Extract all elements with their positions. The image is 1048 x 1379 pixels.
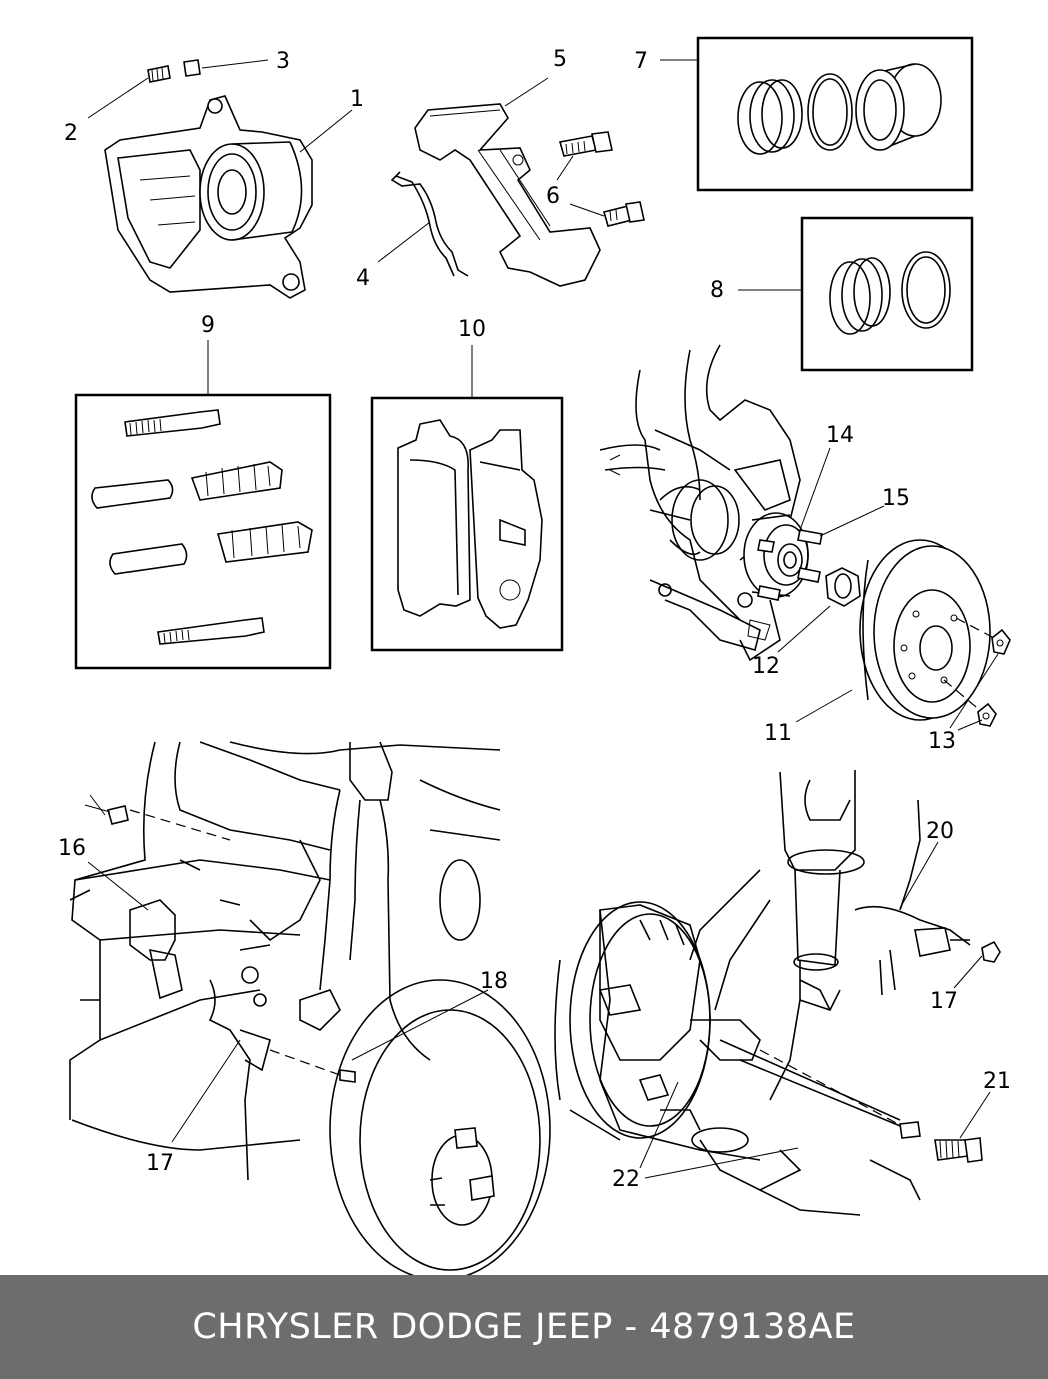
brake-rotor-drawing — [859, 539, 999, 721]
callout-14: 14 — [826, 423, 854, 448]
leader-18 — [351, 989, 489, 1061]
leader-21 — [959, 1091, 991, 1139]
leader-17-left — [171, 1039, 241, 1143]
piston-seal-kit-box — [696, 36, 974, 192]
callout-12: 12 — [752, 654, 780, 679]
leader-1 — [299, 109, 353, 153]
callout-18: 18 — [480, 969, 508, 994]
hub-bearing-drawing — [743, 512, 809, 598]
callout-7: 7 — [634, 49, 648, 74]
footer-caption: CHRYSLER DODGE JEEP - 4879138AE — [192, 1307, 856, 1347]
leader-2 — [87, 77, 149, 119]
callout-4: 4 — [356, 266, 370, 291]
callout-11: 11 — [764, 721, 792, 746]
callout-8: 8 — [710, 278, 724, 303]
callout-21: 21 — [983, 1069, 1011, 1094]
leader-15 — [819, 505, 885, 537]
callout-3: 3 — [276, 49, 290, 74]
spring-clip-drawing — [390, 171, 469, 277]
leader-5 — [504, 77, 549, 107]
leader-4 — [377, 221, 431, 263]
right-assembly-drawing — [554, 770, 1001, 1216]
parts-diagram: 1 2 3 4 5 6 7 8 9 10 11 12 13 14 15 16 1… — [58, 36, 1011, 1275]
rotor-retainers-drawing — [977, 628, 1011, 727]
bleeder-screw-drawing — [147, 65, 171, 83]
caliper-adapter-drawing — [414, 103, 601, 287]
callout-9: 9 — [201, 313, 215, 338]
callout-1: 1 — [350, 87, 364, 112]
callout-16: 16 — [58, 836, 86, 861]
hub-knuckle-drawing — [599, 344, 801, 662]
callout-22: 22 — [612, 1167, 640, 1192]
callout-17-right: 17 — [930, 989, 958, 1014]
leader-13b — [957, 719, 983, 731]
hub-nut-drawing — [825, 567, 861, 607]
leader-13a — [949, 653, 999, 729]
leader-6a — [556, 155, 574, 181]
callout-13: 13 — [928, 729, 956, 754]
leader-20 — [899, 841, 939, 909]
callout-5: 5 — [553, 47, 567, 72]
leader-16 — [87, 861, 149, 911]
callout-2: 2 — [64, 121, 78, 146]
leader-17-right — [953, 955, 983, 989]
callout-15: 15 — [882, 486, 910, 511]
callout-6: 6 — [546, 184, 560, 209]
boot-seal-kit-drawing — [829, 251, 951, 335]
caliper-drawing — [104, 95, 313, 299]
left-assembly-drawing — [69, 741, 551, 1275]
guide-pin-kit-drawing — [91, 409, 313, 645]
bleeder-cap-drawing — [183, 59, 201, 77]
piston-seal-kit-drawing — [737, 63, 942, 155]
callout-10: 10 — [458, 317, 486, 342]
brake-pad-kit-drawing — [397, 419, 543, 629]
brake-pad-kit-box — [370, 396, 564, 652]
leader-3 — [201, 59, 269, 69]
leader-22a — [639, 1081, 679, 1169]
wheel-studs-drawing — [757, 529, 823, 601]
leader-12 — [777, 605, 831, 653]
footer-banner: CHRYSLER DODGE JEEP - 4879138AE — [0, 1275, 1048, 1379]
leader-6b — [569, 203, 605, 217]
guide-pin-kit-box — [74, 393, 332, 670]
leader-22b — [644, 1147, 799, 1179]
callout-20: 20 — [926, 819, 954, 844]
leader-11 — [795, 689, 853, 723]
boot-seal-kit-box — [800, 216, 974, 372]
adapter-bolts-drawing — [558, 131, 645, 227]
leader-14 — [799, 447, 831, 531]
callout-17-left: 17 — [146, 1151, 174, 1176]
